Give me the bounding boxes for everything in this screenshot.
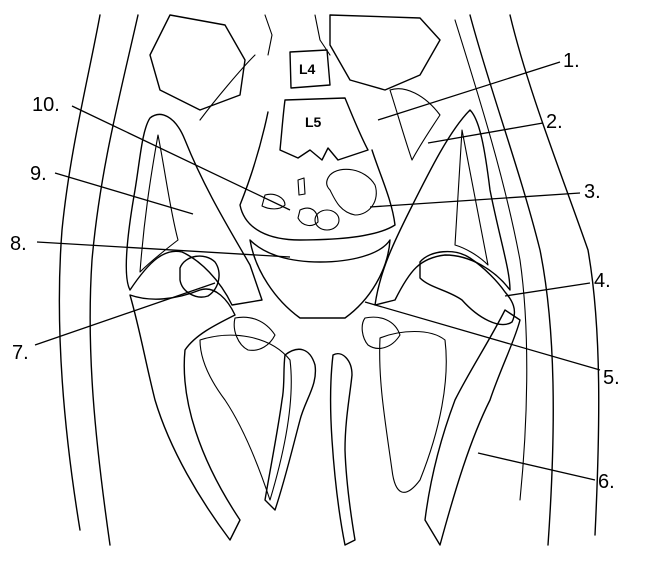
sacral-foramen-1 <box>327 169 377 215</box>
leader-6 <box>478 453 595 480</box>
left-femoral-head <box>420 252 514 325</box>
upper-spine-left <box>265 15 272 55</box>
l5-vertebra <box>280 98 368 160</box>
sacral-foramen-2 <box>315 210 339 230</box>
iliac-crest-right <box>390 89 440 160</box>
pelvic-inlet <box>250 240 390 318</box>
label-3: 3. <box>584 181 601 203</box>
label-1: 1. <box>563 50 580 72</box>
pubic-symphysis <box>265 349 315 510</box>
upper-spine-right <box>315 15 330 55</box>
iliac-crest-left <box>200 55 255 120</box>
label-6: 6. <box>598 471 615 493</box>
label-7: 7. <box>12 342 29 364</box>
left-femur-outline <box>425 310 520 545</box>
label-2: 2. <box>546 111 563 133</box>
sacral-foramen-4 <box>298 178 305 195</box>
right-ilium-outer <box>375 110 510 305</box>
leader-9 <box>55 173 193 214</box>
label-5: 5. <box>603 367 620 389</box>
label-10: 10. <box>32 94 60 116</box>
label-8: 8. <box>10 233 27 255</box>
upper-vertebra-right-outline <box>330 15 440 90</box>
leader-7 <box>35 283 215 345</box>
leader-10 <box>72 106 290 210</box>
upper-vertebra-outline <box>150 15 245 110</box>
leader-2 <box>428 123 543 143</box>
left-femur-medullary <box>380 332 447 493</box>
obturator-right <box>362 317 400 348</box>
body-outline-right-inner <box>470 15 553 545</box>
pubic-symphysis-right <box>331 354 355 545</box>
l5-label: L5 <box>305 114 322 130</box>
body-outline-left-outer <box>59 15 100 530</box>
body-outline-left-inner <box>90 15 138 545</box>
right-femur-outline <box>130 289 240 540</box>
l4-label: L4 <box>299 61 316 77</box>
obturator-left <box>234 317 275 350</box>
right-ilium-inner <box>455 130 488 265</box>
label-4: 4. <box>594 270 611 292</box>
leader-5 <box>365 302 600 370</box>
label-9: 9. <box>30 163 47 185</box>
